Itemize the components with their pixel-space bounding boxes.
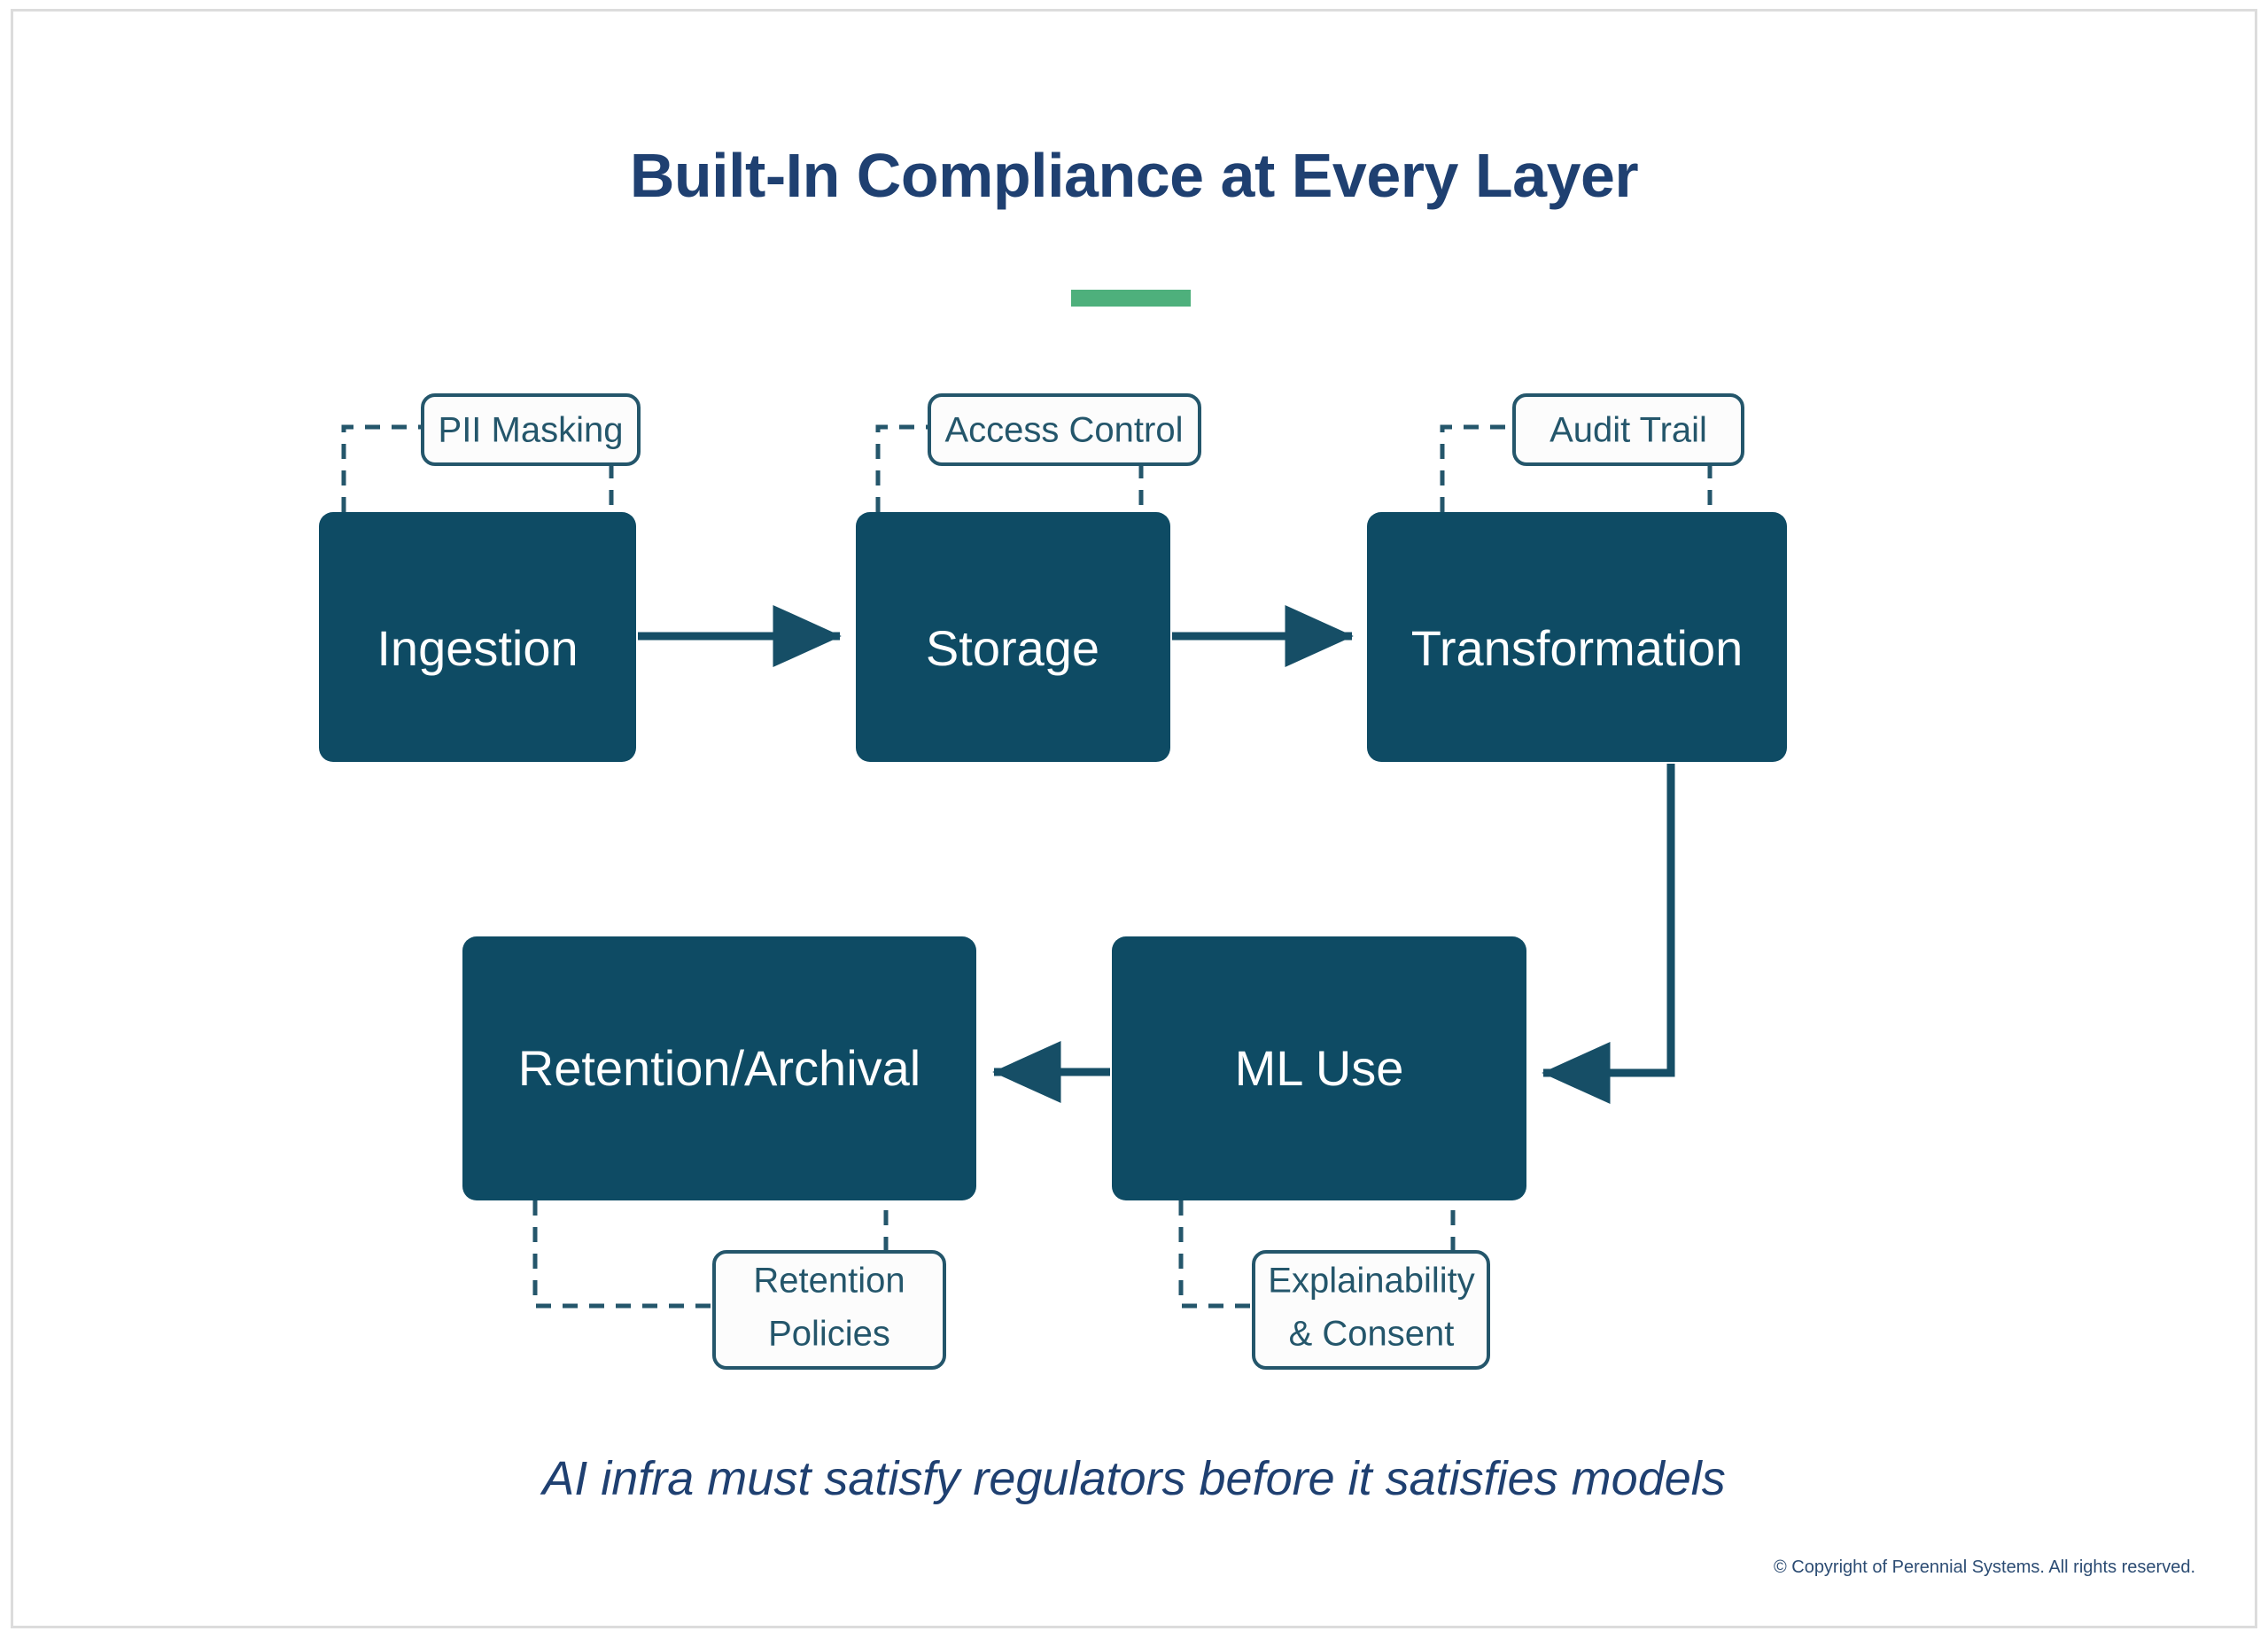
arrow-transformation-to-ml-use xyxy=(1542,764,1675,1105)
copyright-notice: © Copyright of Perennial Systems. All ri… xyxy=(1773,1557,2195,1577)
connector-storage-to-access-control xyxy=(875,424,929,512)
node-retention-archival[interactable]: Retention/Archival xyxy=(462,936,976,1200)
callout-retention-policies[interactable]: Retention Policies xyxy=(712,1250,946,1370)
node-storage[interactable]: Storage xyxy=(856,512,1170,762)
node-transformation-label: Transformation xyxy=(1411,620,1744,676)
callout-audit-trail[interactable]: Audit Trail xyxy=(1512,393,1744,466)
node-retention-archival-label: Retention/Archival xyxy=(518,1040,920,1096)
node-ml-use-label: ML Use xyxy=(1235,1040,1404,1096)
callout-audit-trail-label: Audit Trail xyxy=(1550,411,1707,450)
callout-explainability-consent[interactable]: Explainability & Consent xyxy=(1252,1250,1490,1370)
accent-bar xyxy=(1071,290,1191,307)
node-ml-use[interactable]: ML Use xyxy=(1112,936,1526,1200)
node-ingestion-label: Ingestion xyxy=(377,620,578,676)
callout-access-control[interactable]: Access Control xyxy=(928,393,1201,466)
page-title: Built-In Compliance at Every Layer xyxy=(629,141,1639,210)
callout-explainability-line2: & Consent xyxy=(1289,1315,1455,1354)
callout-retention-policies-line2: Policies xyxy=(768,1315,890,1354)
callout-explainability-line1: Explainability xyxy=(1268,1262,1474,1301)
connector-retention-to-retention-policies xyxy=(532,1200,714,1309)
tagline: AI infra must satisfy regulators before … xyxy=(542,1452,1726,1505)
callout-access-control-label: Access Control xyxy=(945,411,1184,450)
connector-ml-use-to-explainability xyxy=(1178,1200,1254,1309)
node-ingestion[interactable]: Ingestion xyxy=(319,512,636,762)
node-transformation[interactable]: Transformation xyxy=(1367,512,1787,762)
callout-pii-masking[interactable]: PII Masking xyxy=(421,393,641,466)
connector-transformation-to-audit-trail xyxy=(1440,424,1514,512)
callout-pii-masking-label: PII Masking xyxy=(439,411,624,450)
callout-retention-policies-line1: Retention xyxy=(753,1262,905,1301)
connector-ingestion-to-pii-masking xyxy=(341,424,423,512)
node-storage-label: Storage xyxy=(926,620,1099,676)
